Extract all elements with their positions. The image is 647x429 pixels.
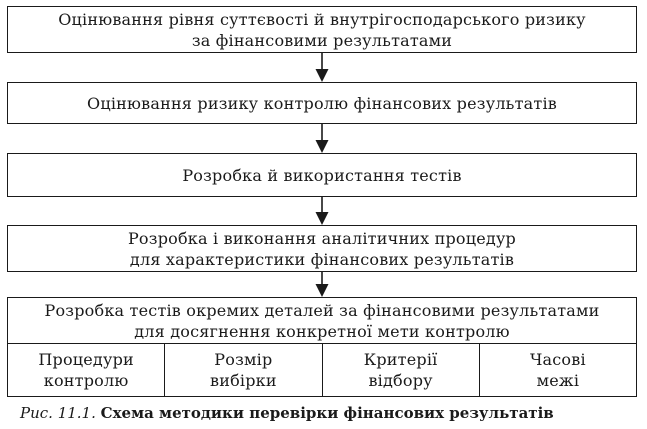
subcell-text-line: Часові (529, 350, 586, 369)
figure-title: Схема методики перевірки фінансових резу… (100, 404, 554, 422)
down-arrow-icon (314, 53, 330, 82)
subcell-selection-criteria: Критерії відбору (323, 344, 480, 396)
down-arrow-icon (314, 197, 330, 225)
subcell-text-line: Критерії (363, 350, 438, 369)
subcell-control-procedures: Процедури контролю (8, 344, 166, 396)
step-text-line: за фінансовими результатами (191, 30, 453, 50)
step-text-line: Розробка і виконання аналітичних процеду… (127, 228, 517, 248)
down-arrow-icon (314, 272, 330, 297)
subcell-text-line: вибірки (210, 371, 277, 390)
subcell-text-line: контролю (43, 371, 129, 390)
detail-tests-subcells: Процедури контролю Розмір вибірки Критер… (8, 344, 636, 396)
subcell-sample-size: Розмір вибірки (165, 344, 323, 396)
step-text-line: для характеристики фінансових результаті… (129, 249, 515, 269)
subcell-text-line: відбору (368, 371, 433, 390)
step-box-detail-tests: Розробка тестів окремих деталей за фінан… (7, 297, 637, 397)
step-text-line: Розробка й використання тестів (182, 165, 462, 185)
step-box-analytical-procedures: Розробка і виконання аналітичних процеду… (7, 225, 637, 272)
step-text-line: Оцінювання ризику контролю фінансових ре… (87, 93, 557, 113)
figure-number: Рис. 11.1. (20, 404, 96, 422)
subcell-text-line: Розмір (214, 350, 273, 369)
step-text-line: Розробка тестів окремих деталей за фінан… (44, 300, 600, 320)
subcell-text-line: межі (536, 371, 580, 390)
step-box-control-risk: Оцінювання ризику контролю фінансових ре… (7, 82, 637, 124)
detail-tests-heading: Розробка тестів окремих деталей за фінан… (8, 298, 636, 344)
down-arrow-icon (314, 124, 330, 153)
subcell-time-limits: Часові межі (480, 344, 636, 396)
step-text-line: для досягнення конкретної мети контролю (134, 321, 510, 341)
step-box-tests: Розробка й використання тестів (7, 153, 637, 197)
figure-caption: Рис. 11.1. Схема методики перевірки фіна… (20, 404, 554, 422)
subcell-text-line: Процедури (38, 350, 134, 369)
step-box-materiality-risk: Оцінювання рівня суттєвості й внутрігосп… (7, 6, 637, 53)
step-text-line: Оцінювання рівня суттєвості й внутрігосп… (58, 9, 586, 29)
